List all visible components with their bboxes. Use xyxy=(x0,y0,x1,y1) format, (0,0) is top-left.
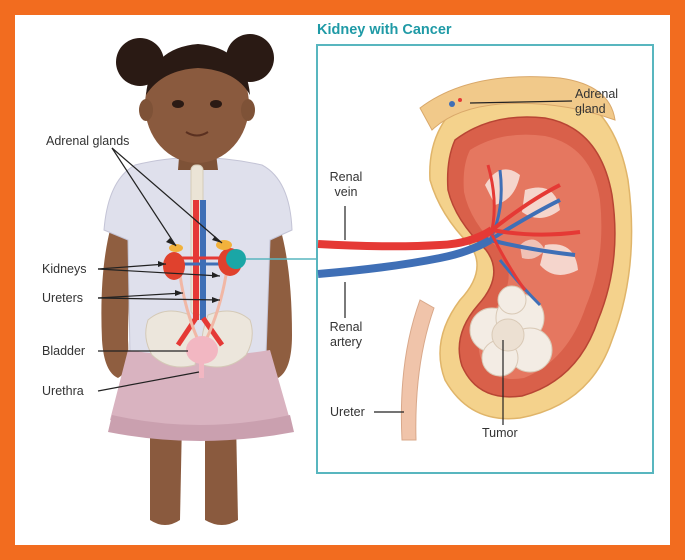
label-urethra: Urethra xyxy=(42,384,84,399)
label-ureter: Ureter xyxy=(330,405,365,420)
label-ureters: Ureters xyxy=(42,291,83,306)
ureter-tube xyxy=(401,300,434,440)
label-adrenal-glands: Adrenal glands xyxy=(46,134,129,149)
label-bladder: Bladder xyxy=(42,344,85,359)
label-tumor: Tumor xyxy=(482,426,518,441)
label-kidneys: Kidneys xyxy=(42,262,86,277)
